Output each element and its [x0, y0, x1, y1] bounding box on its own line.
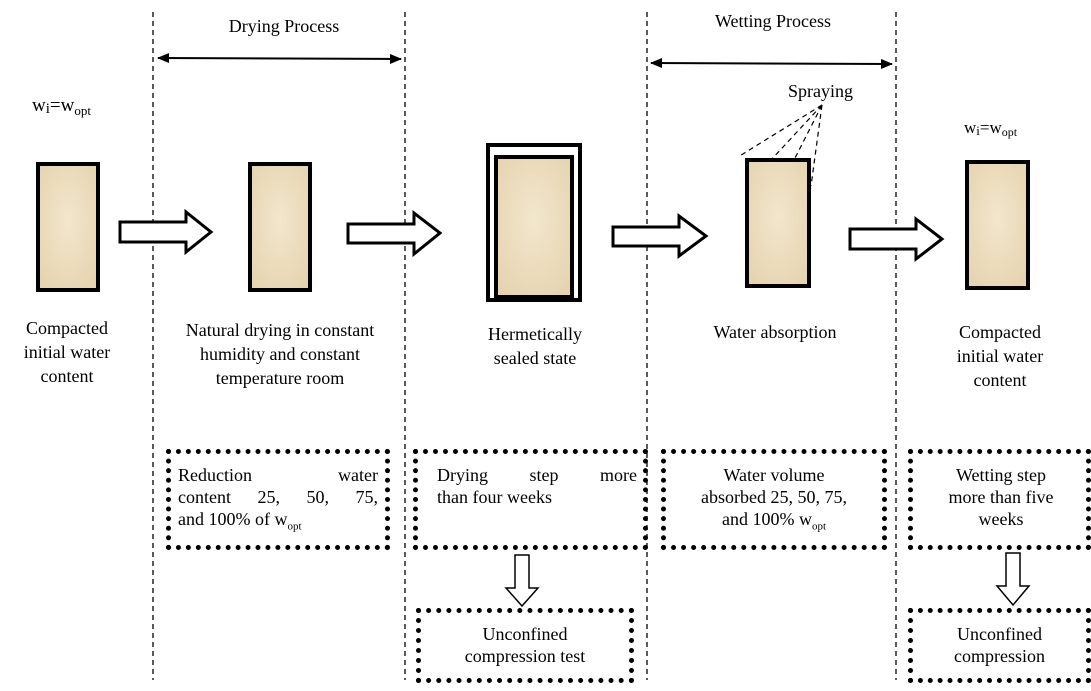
info-box-reduction — [166, 449, 390, 550]
down-arrow-right — [995, 552, 1031, 607]
sealed-container — [486, 143, 582, 302]
sample-initial — [36, 162, 100, 292]
spraying-label: Spraying — [788, 81, 853, 101]
initial-water-label-left: wi=wopt — [32, 95, 91, 118]
test-box-left-text: Unconfined compression test — [464, 624, 586, 666]
info-box-wetting-step — [908, 449, 1091, 550]
test-box-right — [908, 608, 1091, 683]
wetting-span-arrow — [650, 58, 893, 69]
info-box-water-volume-text: Water volume absorbed 25, 50, 75, and 10… — [701, 465, 847, 533]
flow-arrow-1 — [118, 208, 214, 256]
info-box-water-volume — [661, 449, 887, 550]
info-box-drying-step-text: Drying step more than four weeks — [437, 465, 637, 507]
down-arrow-left — [504, 554, 540, 608]
info-box-drying-step — [413, 449, 648, 550]
info-box-wetting-step-text: Wetting step more than five weeks — [948, 465, 1054, 529]
stage-caption-absorption: Water absorption — [713, 322, 837, 342]
test-box-left — [416, 608, 634, 683]
flow-arrow-2 — [346, 209, 443, 258]
wetting-process-label: Wetting Process — [715, 11, 831, 31]
drying-span-arrow — [157, 53, 402, 64]
sample-final — [965, 160, 1030, 290]
flow-arrow-4 — [848, 215, 945, 263]
spray-lines — [737, 104, 823, 187]
sample-dried — [248, 162, 312, 292]
info-box-reduction-text: Reduction water content 25, 50, 75, and … — [178, 465, 378, 533]
sample-wetted — [745, 158, 811, 288]
test-box-right-text: Unconfined compression — [954, 624, 1045, 666]
initial-water-label-right: wi=wopt — [964, 118, 1018, 139]
sample-sealed — [494, 155, 574, 299]
flow-arrow-3 — [611, 213, 709, 259]
drying-process-label: Drying Process — [229, 16, 340, 36]
